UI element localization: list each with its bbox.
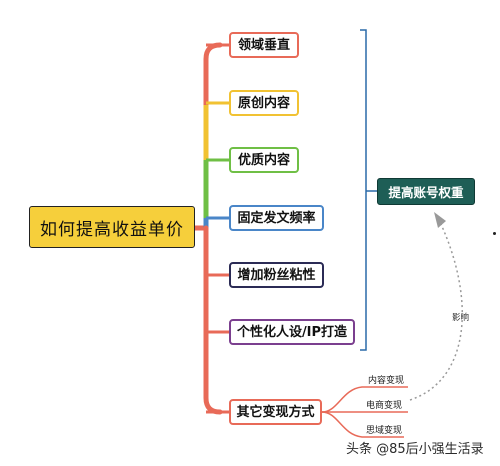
branch-node-4: 固定发文频率	[229, 205, 324, 231]
branch-node-3: 优质内容	[229, 147, 299, 173]
fan-line-3	[321, 411, 404, 438]
branch-node-7: 其它变现方式	[229, 399, 322, 425]
influence-label: 影响	[452, 313, 470, 323]
result-node: 提高账号权重	[377, 178, 475, 205]
influence-arrow	[409, 221, 463, 401]
watermark: 头条 @85后小强生活录	[346, 438, 484, 457]
branch-node-2: 原创内容	[229, 90, 299, 116]
influence-arrowhead	[434, 212, 446, 228]
leaf-content-monetization: 内容变现	[368, 376, 405, 386]
trunk-bottom	[203, 225, 223, 415]
branch-node-6: 个性化人设/IP打造	[229, 319, 355, 345]
leaf-ecommerce-monetization: 电商变现	[366, 401, 403, 411]
branch-node-5: 增加粉丝粘性	[229, 262, 324, 288]
group-bracket	[360, 29, 377, 351]
watermark-text: 头条 @85后小强生活录	[346, 442, 484, 457]
decorative-dot	[493, 232, 496, 235]
leaf-private-domain-monetization: 思域变现	[366, 426, 403, 436]
root-node: 如何提高收益单价	[29, 206, 195, 248]
fan-line-1	[321, 386, 408, 413]
trunk-top	[203, 42, 223, 108]
branch-node-1: 领域垂直	[229, 32, 299, 58]
